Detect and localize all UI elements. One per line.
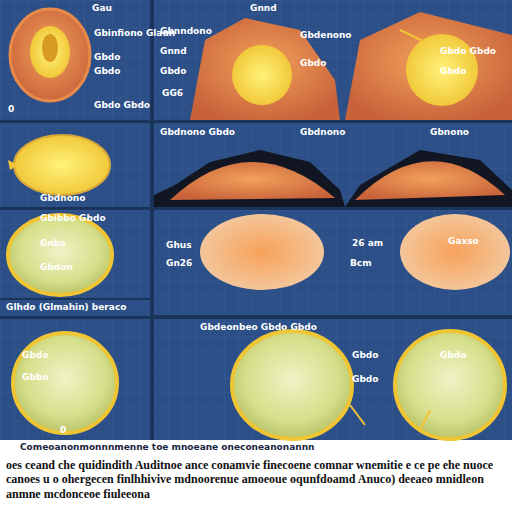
part-label: Gau bbox=[92, 3, 112, 13]
part-label: Gbibbo Gbdo bbox=[40, 213, 106, 223]
part-label: Gbdo bbox=[300, 58, 326, 68]
part-label: Gaxso bbox=[448, 236, 479, 246]
part-label: Gnnd bbox=[250, 3, 277, 13]
part-label: Ghus bbox=[166, 240, 192, 250]
part-label: Glhdo (Glmahin) beraco bbox=[6, 302, 126, 312]
part-label: 26 am bbox=[352, 238, 383, 248]
part-label: Gbdo bbox=[94, 52, 120, 62]
part-label: Gbdo bbox=[352, 374, 378, 384]
part-label: Gbdo bbox=[440, 350, 466, 360]
part-label: Gbdo bbox=[94, 66, 120, 76]
part-label: Gbdo bbox=[22, 350, 48, 360]
part-label: Gbdnono bbox=[40, 193, 85, 203]
part-label: Gnnd bbox=[160, 46, 187, 56]
part-label: Gbbo bbox=[22, 372, 48, 382]
part-label: Bcm bbox=[350, 258, 372, 268]
part-label: Gbnono bbox=[430, 127, 469, 137]
part-label: Gbdo bbox=[352, 350, 378, 360]
part-label: Gbdenono bbox=[300, 30, 352, 40]
part-label: Gbdo Gbdo bbox=[94, 100, 150, 110]
part-label: GG6 bbox=[162, 88, 183, 98]
part-label: Gbdo bbox=[440, 66, 466, 76]
caption-text: oes ceand che quidindith Auditnoe ance c… bbox=[6, 458, 506, 501]
part-label: Gbdo bbox=[160, 66, 186, 76]
part-label: Gnbs bbox=[40, 238, 66, 248]
part-label: Gbdnono Gbdo bbox=[160, 127, 235, 137]
part-label: 0 bbox=[8, 104, 14, 114]
part-label: Gbdnono bbox=[300, 127, 345, 137]
part-label: Gbnndono bbox=[160, 26, 212, 36]
part-label: 0 bbox=[60, 425, 66, 435]
small-note: Comeoanonmonnnmenne toe mnoeane oneconea… bbox=[20, 442, 314, 452]
part-label: Gbdo Gbdo bbox=[440, 46, 496, 56]
part-label: Gbdon bbox=[40, 262, 73, 272]
part-label: Gn26 bbox=[166, 258, 192, 268]
part-label: Gbdeonbeo Gbdo Gbdo bbox=[200, 322, 317, 332]
